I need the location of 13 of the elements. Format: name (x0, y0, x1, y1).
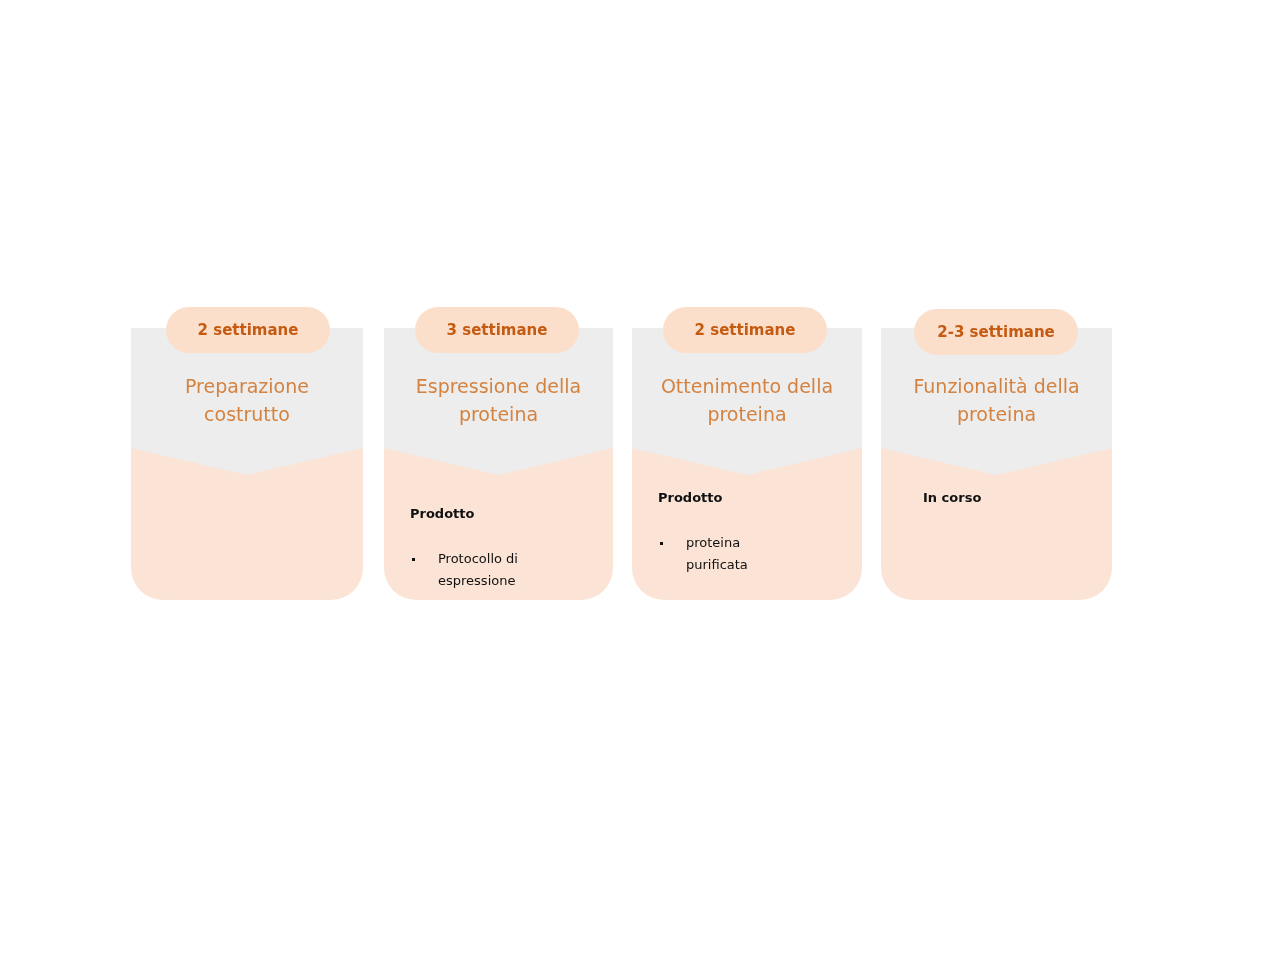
duration-pill: 2 settimane (663, 307, 827, 353)
bullet-item: proteina purificata (686, 534, 749, 574)
section-label: Prodotto (410, 506, 475, 521)
phase-title: Espressione della proteina (414, 374, 583, 427)
phase-title: Ottenimento della proteina (659, 374, 835, 427)
section-label: Prodotto (658, 490, 723, 505)
section-label: In corso (923, 490, 982, 505)
duration-pill: 2-3 settimane (914, 309, 1078, 355)
bullet-item: Protocollo di espressione (438, 550, 519, 590)
phase-title: Preparazione costrutto (184, 374, 310, 427)
duration-pill: 2 settimane (166, 307, 330, 353)
phase-title: Funzionalità della proteina (912, 374, 1081, 427)
duration-pill: 3 settimane (415, 307, 579, 353)
